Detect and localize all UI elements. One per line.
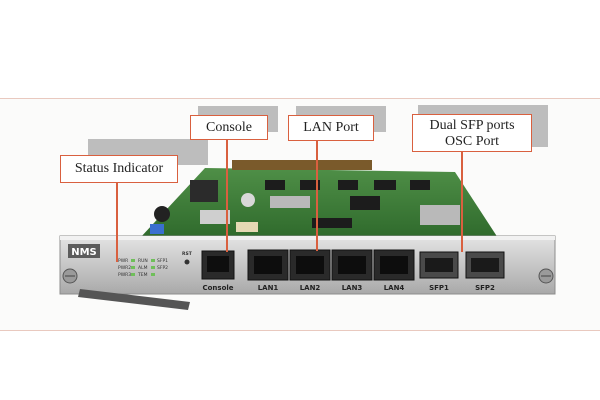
lan-port-callout: LAN Port: [288, 115, 374, 141]
lan4-label: LAN4: [384, 284, 405, 292]
ejector-lever: [78, 289, 190, 310]
chips: [265, 180, 430, 228]
console-leader-line: [226, 138, 228, 252]
sfp-callout-line2: OSC Port: [444, 134, 500, 149]
top-divider: [0, 98, 600, 99]
led-label-sfp2: SFP2: [157, 265, 168, 271]
led-label-sfp1: SFP1: [157, 258, 168, 264]
status-leds: PWR RUN SFP1 PWR2 ALM SFP2 PWR3 TEM: [118, 258, 168, 278]
sfp2-label: SFP2: [475, 284, 495, 292]
sfp-ports: [419, 251, 505, 279]
brand-text: NMS: [71, 247, 97, 258]
status-indicator-callout: Status Indicator: [60, 155, 178, 183]
led-label-run: RUN: [138, 258, 148, 264]
led-label-pwr3: PWR3: [118, 272, 131, 278]
led-label-pwr: PWR: [118, 258, 128, 264]
lan1-label: LAN1: [258, 284, 279, 292]
status-indicator-label: Status Indicator: [74, 161, 164, 176]
rst-label: RST: [182, 251, 193, 257]
lan-leader-line: [316, 139, 318, 251]
bottom-divider: [0, 330, 600, 331]
console-callout: Console: [190, 115, 268, 140]
led-label-pwr2: PWR2: [118, 265, 131, 271]
console-label: Console: [206, 120, 252, 135]
brand-badge: [68, 244, 100, 258]
rst-button: [184, 259, 190, 265]
lan2-label: LAN2: [300, 284, 321, 292]
status-leader-line: [116, 182, 118, 262]
lan-port-label: LAN Port: [303, 120, 359, 135]
sfp-leader-line: [461, 151, 463, 252]
sfp-callout: Dual SFP ports OSC Port: [412, 114, 532, 152]
led-label-alm: ALM: [138, 265, 148, 271]
sfp-callout-line1: Dual SFP ports: [429, 118, 515, 133]
lan3-label: LAN3: [342, 284, 363, 292]
led-label-tem: TEM: [137, 272, 148, 278]
console-port-label: Console: [202, 284, 233, 292]
sfp1-label: SFP1: [429, 284, 449, 292]
board-edge-connector: [232, 160, 372, 170]
lan-ports: [247, 249, 415, 281]
